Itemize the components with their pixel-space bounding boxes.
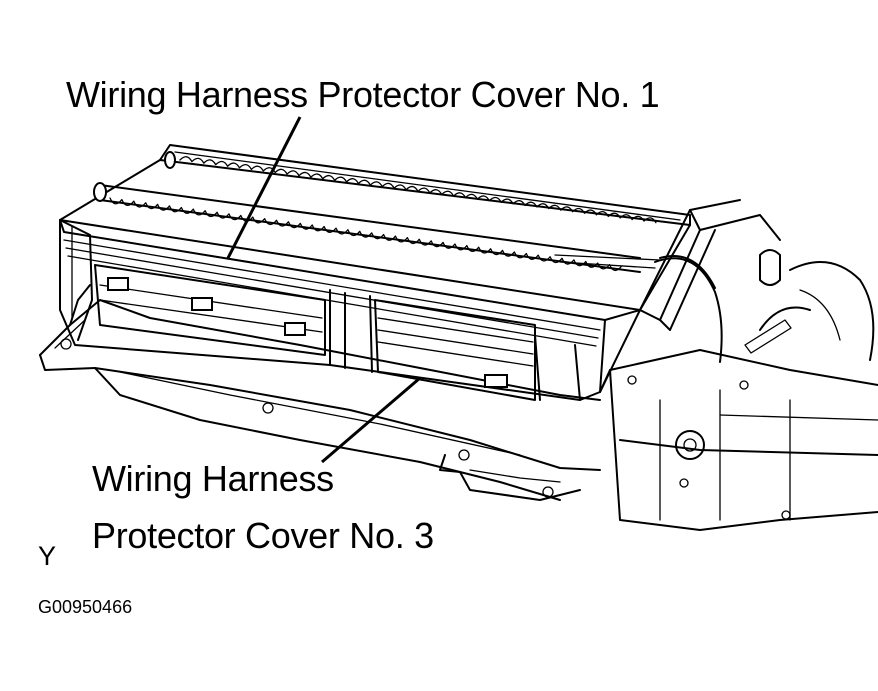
view-letter: Y: [38, 541, 57, 571]
right-side-bracket: [599, 199, 878, 531]
label-wiring-harness-protector-cover-no-3-line-2: Protector Cover No. 3: [92, 515, 434, 556]
battery-case: [59, 144, 691, 401]
leader-lines: [226, 116, 421, 464]
cell-connector-row-front: [93, 151, 641, 273]
label-wiring-harness-protector-cover-no-1: Wiring Harness Protector Cover No. 1: [66, 74, 660, 115]
figure-code: G00950466: [38, 597, 133, 617]
label-wiring-harness-protector-cover-no-3-line-1: Wiring Harness: [92, 458, 334, 499]
cell-connector-row-rear: [179, 156, 657, 224]
mounting-frame: [39, 284, 601, 501]
